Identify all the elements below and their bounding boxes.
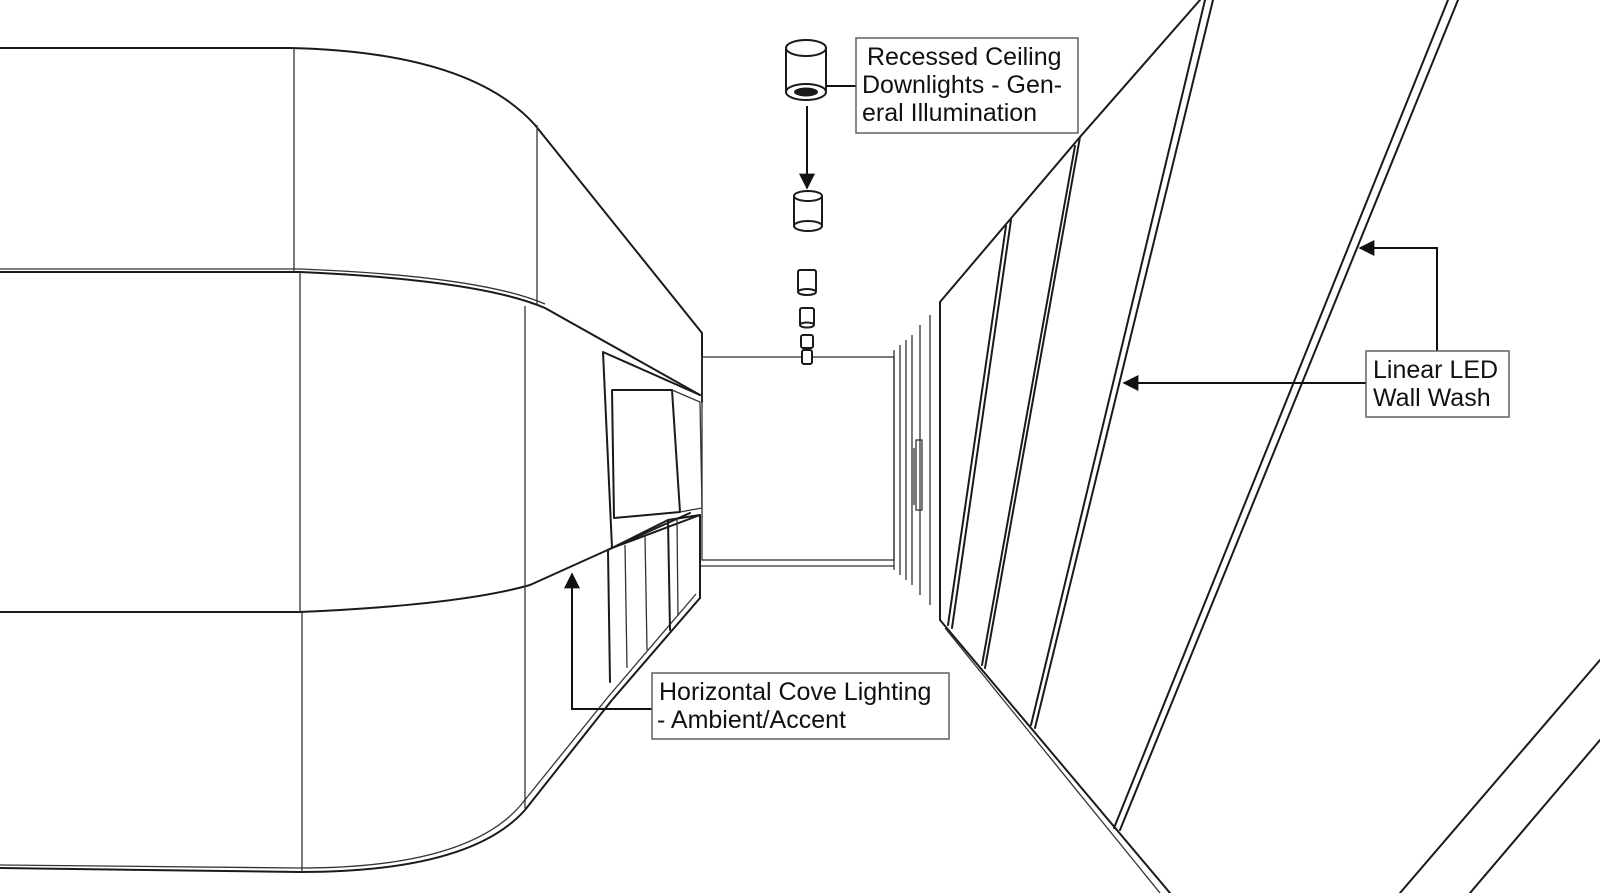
downlights-callout-box	[855, 37, 1079, 134]
downlight-4-icon	[800, 334, 814, 349]
wall-wash-arrow-upper	[1358, 240, 1438, 352]
downlight-large-icon	[785, 39, 827, 101]
led-slot-3	[1030, 0, 1214, 729]
left-wall-base-curve-inner	[0, 593, 697, 869]
cabinet-seam-3	[676, 519, 679, 617]
cove-arrow	[564, 572, 652, 710]
lower-cabinet	[607, 514, 701, 683]
cove-callout-line1: Horizontal Cove Lighting	[659, 678, 931, 706]
led-slot-2	[981, 136, 1081, 669]
downlights-callout: Recessed Ceiling Downlights - Gen- eral …	[855, 37, 1079, 134]
right-wall	[893, 0, 1600, 893]
downlights-callout-line2: Downlights - Gen-	[862, 71, 1062, 99]
corridor-back-wall	[699, 356, 895, 599]
left-wall-base-curve	[0, 597, 701, 873]
cove-callout: Horizontal Cove Lighting - Ambient/Accen…	[651, 672, 950, 740]
downlights-callout-line1: Recessed Ceiling	[867, 43, 1062, 71]
niche-side	[671, 389, 703, 513]
door-handle	[915, 439, 923, 511]
downlight-5-icon	[801, 349, 813, 365]
downlights-callout-line3: eral Illumination	[862, 99, 1037, 127]
niche-opening	[611, 389, 681, 519]
wall-wash-callout-box	[1365, 350, 1510, 418]
wall-wash-callout-line2: Wall Wash	[1373, 384, 1491, 412]
cabinet-seam-1	[624, 544, 628, 669]
cove-callout-box	[651, 672, 950, 740]
led-slot-4	[1113, 0, 1459, 831]
right-wall-base	[939, 619, 1171, 893]
cove-callout-line2: - Ambient/Accent	[657, 706, 846, 734]
wall-wash-callout: Linear LED Wall Wash	[1365, 350, 1510, 418]
left-wall-top-edge	[0, 47, 703, 403]
left-wall-cove-line-under	[0, 268, 546, 305]
wall-wash-callout-line1: Linear LED	[1373, 356, 1498, 384]
left-wall-niche	[602, 351, 703, 683]
downlight-fixtures	[785, 39, 827, 365]
right-door-frame	[893, 315, 931, 605]
downlight-3-icon	[799, 307, 815, 329]
right-edge-lines	[1399, 659, 1600, 893]
led-slot-1	[947, 219, 1012, 629]
left-curved-wall	[0, 47, 703, 873]
back-wall-frame	[701, 356, 895, 561]
right-wall-base-inner	[944, 627, 1161, 893]
callout-leaders	[564, 85, 1438, 710]
left-wall-cove-line	[0, 271, 701, 396]
downlight-1-icon	[793, 190, 823, 232]
downlight-2-icon	[797, 269, 817, 296]
cabinet-seam-2	[644, 534, 648, 651]
left-wall-lower-band-line	[0, 514, 701, 613]
